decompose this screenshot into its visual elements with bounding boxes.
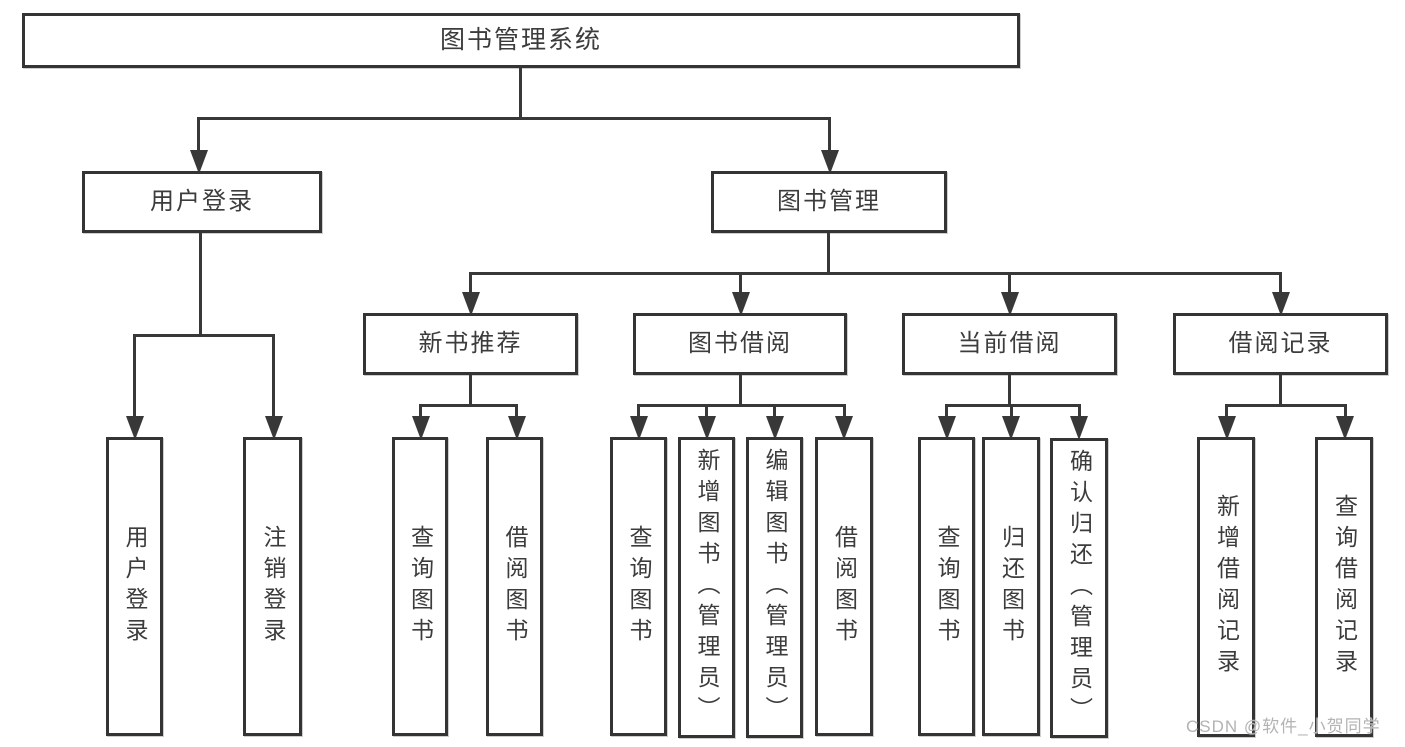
connector-line [272,334,275,420]
arrowhead-down-icon [731,292,750,316]
connector-line [637,404,640,420]
node-new-book-rec: 新书推荐 [363,313,578,375]
node-label: 归还图书 [998,524,1025,649]
arrowhead-down-icon [1002,416,1020,440]
connector-line [133,334,275,337]
node-label: 查询借阅记录 [1331,494,1358,680]
connector-line [133,334,136,420]
node-label: 新书推荐 [418,330,523,357]
connector-line [1279,375,1282,407]
node-borrow-records: 借阅记录 [1173,313,1388,375]
node-query-borrow-record: 查询借阅记录 [1315,437,1373,737]
connector-line [515,404,518,420]
arrowhead-down-icon [125,416,144,440]
arrowhead-down-icon [1070,416,1088,440]
arrowhead-down-icon [264,416,283,440]
node-query-books-3: 查询图书 [918,437,975,736]
connector-line [419,404,518,407]
arrowhead-down-icon [411,416,430,440]
node-add-borrow-record: 新增借阅记录 [1197,437,1255,737]
node-label: 用户登录 [150,188,254,215]
connector-line [1279,272,1282,296]
connector-line [1009,404,1013,420]
arrowhead-down-icon [1000,292,1019,316]
node-label: 图书借阅 [688,330,792,357]
node-book-borrow: 图书借阅 [633,313,847,375]
connector-line [1008,272,1011,296]
node-label: 用户登录 [122,524,148,649]
node-label: 注销登录 [260,524,286,649]
arrowhead-down-icon [1336,416,1354,440]
connector-line [828,117,831,154]
connector-line [469,272,472,296]
connector-line [1343,404,1347,420]
node-user-login-leaf: 用户登录 [106,437,163,736]
node-label: 查询图书 [407,524,434,649]
connector-line [519,68,522,120]
node-logout-leaf: 注销登录 [243,437,302,736]
node-label: 查询图书 [934,524,960,649]
connector-line [1225,404,1346,407]
connector-line [1225,404,1228,420]
node-label: 图书管理 [777,188,881,215]
connector-line [199,233,202,337]
arrowhead-down-icon [1271,292,1290,316]
arrowhead-down-icon [820,150,839,174]
node-return-books: 归还图书 [982,437,1040,736]
connector-line [705,404,708,420]
node-borrow-books-2: 借阅图书 [815,437,873,736]
connector-line [945,404,948,420]
connector-line [842,404,846,420]
connector-line [739,272,742,296]
arrowhead-down-icon [189,150,208,174]
arrowhead-down-icon [629,416,648,440]
node-add-books-admin: 新增图书（管理员） [678,437,735,738]
connector-line [739,375,742,407]
node-confirm-return-admin: 确认归还（管理员） [1050,438,1108,738]
node-label: 借阅记录 [1228,330,1333,357]
connector-line [469,272,1282,275]
connector-line [945,404,1080,407]
connector-line [827,233,830,275]
node-label: 借阅图书 [502,524,528,649]
arrowhead-down-icon [937,416,956,440]
node-label: 新增借阅记录 [1213,494,1240,680]
connector-line [197,117,831,120]
node-user-login: 用户登录 [82,171,322,233]
node-label: 查询图书 [626,524,652,649]
node-label: 当前借阅 [957,330,1062,357]
connector-line [773,404,776,420]
node-label: 图书管理系统 [439,26,602,54]
node-current-borrow: 当前借阅 [902,313,1117,375]
connector-line [637,404,846,407]
connector-line [197,117,200,154]
node-label: 借阅图书 [831,524,858,649]
arrowhead-down-icon [461,292,480,316]
arrowhead-down-icon [507,416,526,440]
arrowhead-down-icon [765,416,784,440]
node-query-books-2: 查询图书 [610,437,667,736]
connector-line [1008,375,1011,407]
arrowhead-down-icon [697,416,716,440]
watermark: CSDN @软件_小贺同学 [1186,717,1381,736]
node-borrow-books-1: 借阅图书 [486,437,543,736]
node-edit-books-admin: 编辑图书（管理员） [746,437,803,738]
node-query-books-1: 查询图书 [392,437,448,736]
node-label: 确认归还（管理员） [1066,448,1093,728]
arrowhead-down-icon [1217,416,1236,440]
connector-line [419,404,422,420]
node-root: 图书管理系统 [22,13,1020,68]
connector-line [469,375,472,407]
node-label: 新增图书（管理员） [694,448,720,727]
node-label: 编辑图书（管理员） [762,448,788,727]
node-book-mgmt: 图书管理 [711,171,947,233]
connector-line [1077,404,1081,420]
arrowhead-down-icon [835,416,853,440]
